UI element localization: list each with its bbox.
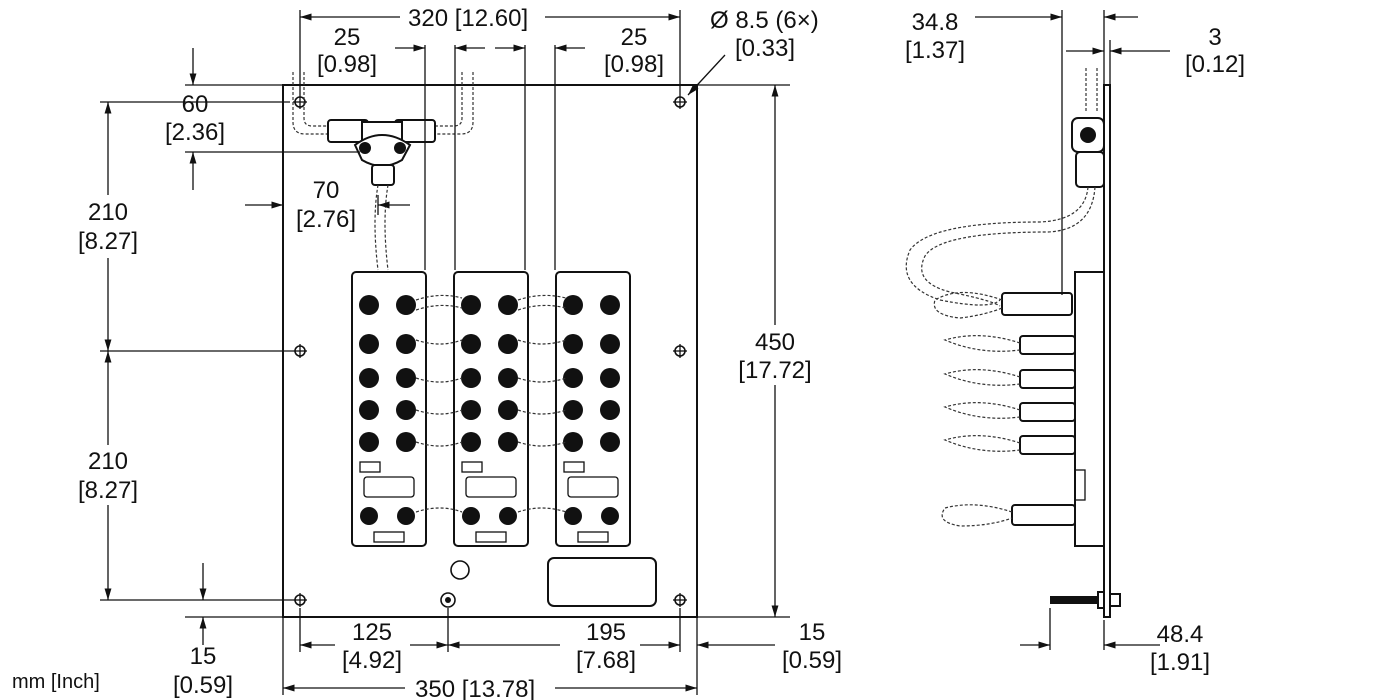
dim-bottom-margin-right-mm: 15 (799, 619, 826, 646)
io-module-1 (351, 271, 427, 547)
dim-hole-diameter-in: [0.33] (735, 35, 795, 62)
dim-connector-height-in: [2.36] (165, 119, 225, 146)
inter-module-cables (415, 294, 567, 513)
dim-depth-mm: 34.8 (912, 9, 959, 36)
dim-connector-height-mm: 60 (182, 91, 209, 118)
side-view: 34.8 [1.37] 3 [0.12] 48.4 [1.91] (905, 9, 1245, 676)
mounting-hole-icon (673, 344, 687, 358)
mounting-hole-icon (293, 95, 307, 109)
dim-depth-in: [1.37] (905, 37, 965, 64)
dim-plate-thickness-mm: 3 (1208, 24, 1221, 51)
units-label: mm [Inch] (12, 671, 100, 693)
dim-hole-spacing-right-mm: 195 (586, 619, 626, 646)
dim-top-right-offset-in: [0.98] (604, 51, 664, 78)
label-plate (547, 557, 657, 607)
dim-upper-height-mm: 210 (88, 199, 128, 226)
dim-hole-spacing-right-in: [7.68] (576, 647, 636, 674)
dim-total-height-in: [17.72] (738, 357, 811, 384)
cable-gland-hole (450, 560, 470, 580)
side-cable-connectors (933, 291, 1076, 527)
dim-lower-height-in: [8.27] (78, 477, 138, 504)
mounting-hole-icon (673, 593, 687, 607)
dim-connector-offset-in: [2.76] (296, 206, 356, 233)
io-module-3 (555, 271, 631, 547)
dim-connector-offset-mm: 70 (313, 177, 340, 204)
dim-hole-spacing-left-mm: 125 (352, 619, 392, 646)
dim-top-left-offset-mm: 25 (334, 24, 361, 51)
dim-bottom-margin-left-mm: 15 (190, 643, 217, 670)
mounting-hole-icon (293, 593, 307, 607)
mounting-hole-icon (293, 344, 307, 358)
dim-total-height-mm: 450 (755, 329, 795, 356)
dim-bottom-margin-left-in: [0.59] (173, 672, 233, 699)
ground-stud-icon (440, 592, 456, 608)
dimension-lines (104, 13, 779, 692)
mounting-hole-icon (673, 95, 687, 109)
t-connector (292, 72, 474, 271)
dim-lower-height-mm: 210 (88, 448, 128, 475)
mounting-holes (293, 95, 687, 608)
dim-stud-length-in: [1.91] (1150, 649, 1210, 676)
front-dimension-labels: 320 [12.60] 25 [0.98] 25 [0.98] Ø 8.5 (6… (78, 5, 842, 700)
io-module-2 (453, 271, 529, 547)
dim-hole-spacing-left-in: [4.92] (342, 647, 402, 674)
side-ground-stud (1050, 596, 1098, 604)
dim-top-right-offset-mm: 25 (621, 24, 648, 51)
dim-bottom-margin-right-in: [0.59] (782, 647, 842, 674)
dim-plate-thickness-in: [0.12] (1185, 51, 1245, 78)
dim-top-left-offset-in: [0.98] (317, 51, 377, 78)
side-module-body (1074, 271, 1105, 547)
dim-top-width: 320 [12.60] (408, 5, 528, 32)
dim-hole-diameter-mm: Ø 8.5 (6×) (710, 7, 819, 34)
front-view: 320 [12.60] 25 [0.98] 25 [0.98] Ø 8.5 (6… (78, 5, 842, 700)
dim-total-width: 350 [13.78] (415, 676, 535, 700)
dim-upper-height-in: [8.27] (78, 228, 138, 255)
dim-stud-length-mm: 48.4 (1157, 621, 1204, 648)
extension-lines (100, 10, 790, 695)
